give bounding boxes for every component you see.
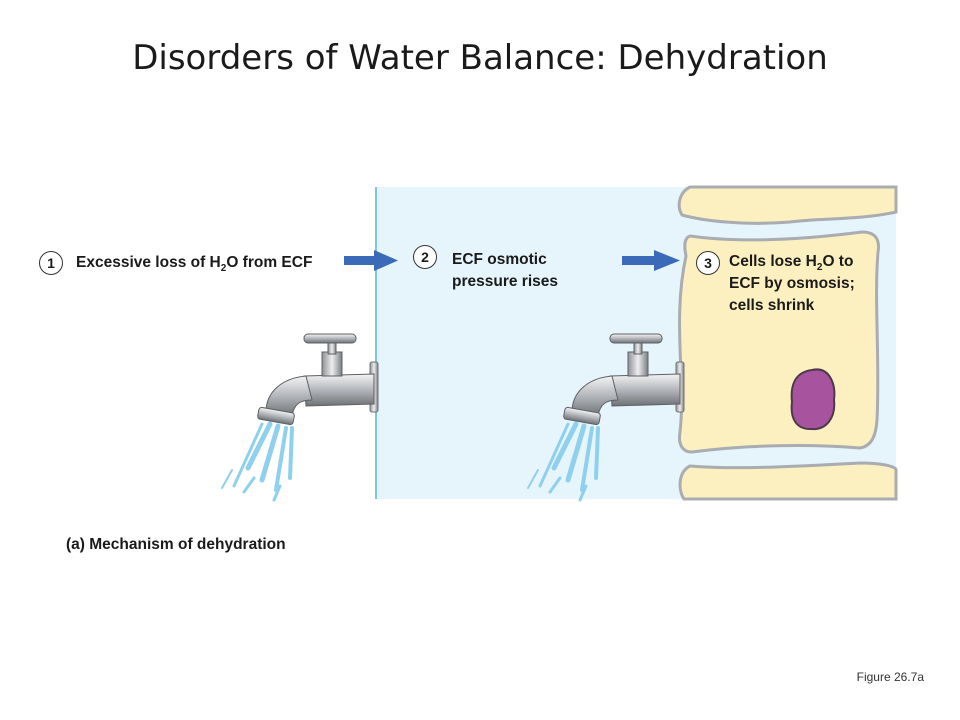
- right-arrow-icon: [622, 250, 680, 271]
- water-faucet-icon: [257, 333, 379, 426]
- water-faucet-icon: [563, 333, 685, 426]
- water-stream-icon: [221, 421, 294, 502]
- figure-reference: Figure 26.7a: [856, 670, 924, 684]
- cell-column: [677, 185, 898, 501]
- step-3-label: Cells lose H2O to ECF by osmosis; cells …: [729, 253, 855, 314]
- step-1-label: Excessive loss of H2O from ECF: [76, 254, 313, 275]
- cell-lower: [678, 461, 898, 501]
- step-2-badge: 2: [413, 245, 437, 269]
- step-2-label: ECF osmotic pressure rises: [452, 251, 558, 290]
- step-1-badge: 1: [39, 251, 63, 275]
- slide-title: Disorders of Water Balance: Dehydration: [132, 38, 828, 78]
- shrunken-cell-nucleus-icon: [790, 368, 836, 431]
- cell-upper: [677, 185, 898, 225]
- water-stream-icon: [527, 421, 600, 502]
- step-3-badge: 3: [696, 251, 720, 275]
- figure-caption: (a) Mechanism of dehydration: [66, 536, 286, 553]
- right-arrow-icon: [344, 250, 398, 271]
